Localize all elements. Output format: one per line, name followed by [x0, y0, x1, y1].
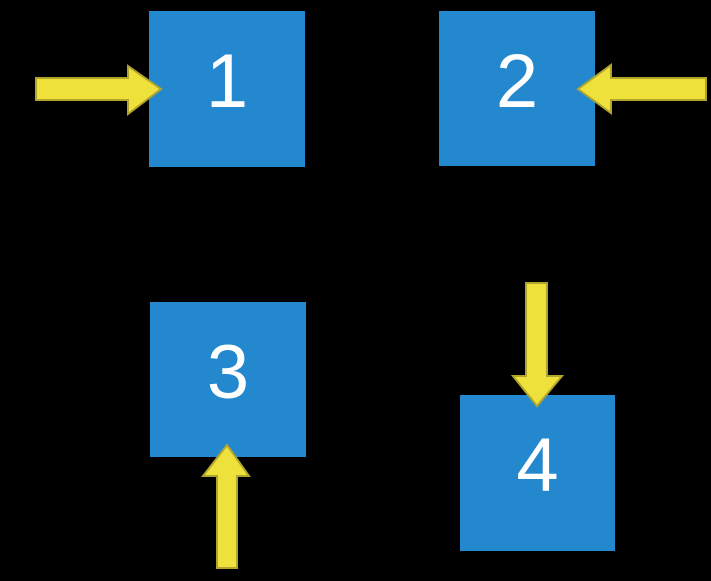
arrow-right-icon	[35, 64, 163, 117]
arrow-down-shape	[511, 282, 564, 408]
box-1-label: 1	[205, 39, 249, 124]
box-3: 3	[150, 302, 306, 457]
arrow-down-icon	[511, 282, 564, 408]
arrow-up-icon	[201, 443, 251, 569]
box-1: 1	[149, 11, 305, 167]
arrow-up-shape	[201, 443, 251, 569]
arrow-right-shape	[35, 64, 163, 117]
box-4-label: 4	[516, 423, 559, 508]
arrow-left-shape	[576, 63, 707, 115]
arrow-left-icon	[576, 63, 707, 115]
box-2-label: 2	[495, 38, 539, 124]
box-4: 4	[460, 395, 615, 551]
box-3-label: 3	[206, 329, 250, 415]
box-2: 2	[439, 11, 595, 166]
